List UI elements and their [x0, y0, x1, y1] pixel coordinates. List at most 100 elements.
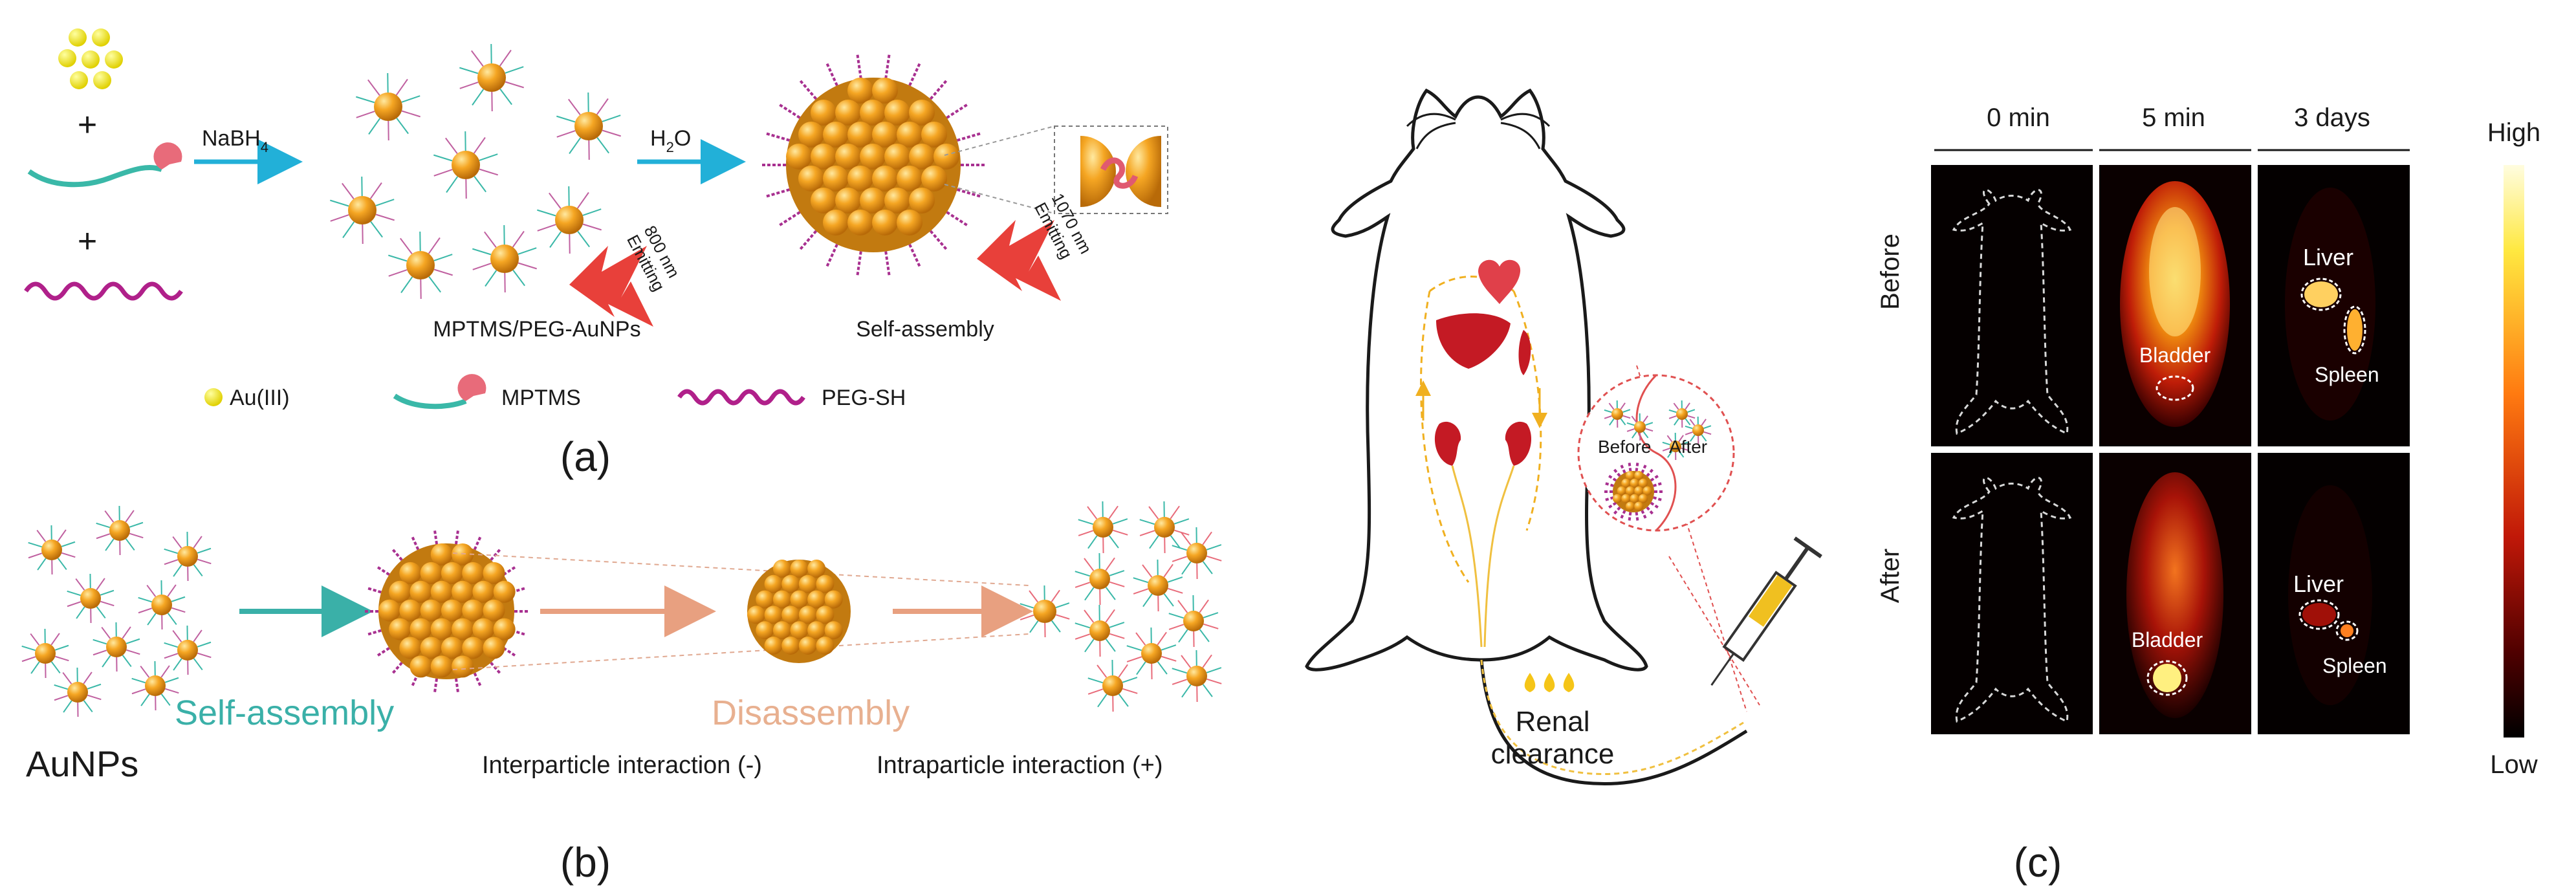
image-after-3days: Liver Spleen [2258, 453, 2410, 734]
panel-c: 0 min 5 min 3 days Before After Bladder … [1876, 104, 2540, 886]
nanoparticle [164, 531, 212, 582]
caption-c: (c) [2014, 839, 2062, 886]
nanoparticle [1126, 627, 1177, 680]
kidney-right-icon [1505, 421, 1532, 466]
nanoparticle [556, 92, 621, 160]
nanoparticle [537, 186, 602, 254]
au-ions-cluster [58, 28, 123, 89]
col-header-5min: 5 min [2142, 104, 2205, 132]
nanoparticle [1172, 650, 1222, 703]
nanoparticle [472, 224, 537, 293]
caption-a: (a) [560, 433, 611, 480]
renal-label-2: clearance [1491, 738, 1615, 770]
nanoparticle [1075, 604, 1125, 657]
nanoparticle [1685, 416, 1712, 444]
nanoparticle [1139, 501, 1190, 554]
aunps-scatter [21, 505, 212, 717]
label-disassembly: Disassembly [712, 694, 910, 732]
label-self-assembly-a: Self-assembly [856, 317, 994, 342]
nanoparticle [1087, 659, 1138, 712]
urine-drops [1524, 673, 1575, 692]
syringe-icon [1710, 536, 1822, 686]
nanoparticle [93, 622, 140, 672]
circulation-loop [1420, 290, 1542, 583]
nanoparticle [1604, 400, 1631, 428]
col-header-0min: 0 min [1987, 104, 2050, 132]
label-mptms-peg-aunps: MPTMS/PEG-AuNPs [433, 317, 640, 342]
nanoparticle [131, 661, 179, 711]
small-aunps-group [330, 43, 621, 300]
label-intraparticle: Intraparticle interaction (+) [877, 752, 1162, 779]
assembled-cluster [760, 52, 987, 278]
nanoparticle [330, 176, 395, 245]
spleen-icon [1518, 330, 1531, 375]
nanoparticle [433, 131, 498, 199]
nabh4-label: NaBH4 [202, 126, 268, 155]
liver-icon [1436, 313, 1511, 369]
nanoparticle [21, 628, 69, 679]
row-label-before: Before [1876, 234, 1905, 310]
zoom-before-label: Before [1598, 437, 1652, 457]
label-aunps: AuNPs [26, 743, 138, 784]
nanoparticle [1662, 432, 1689, 461]
plus-sign-1: + [78, 106, 97, 144]
nanoparticle [1078, 501, 1128, 554]
caption-b: (b) [560, 839, 611, 886]
plus-sign-2: + [78, 223, 97, 260]
panel-b: Self-assembly Disassembly AuNPs Interpar… [6, 492, 1239, 886]
single-np-b [1020, 585, 1070, 638]
col-header-3days: 3 days [2294, 104, 2370, 132]
mouse-tail [1479, 659, 1748, 786]
kidney-left-icon [1434, 421, 1461, 466]
nanoparticle [388, 231, 453, 300]
label-spleen-before: Spleen [2315, 363, 2379, 386]
nanoparticle [67, 573, 115, 624]
nanoparticle [1020, 585, 1070, 638]
cluster-large-b [364, 530, 529, 693]
legend-mptms-icon [393, 393, 467, 410]
label-spleen-after: Spleen [2322, 654, 2387, 677]
legend-peg-label: PEG-SH [822, 386, 906, 410]
whiskers [1406, 113, 1551, 149]
disassembled-nps [1075, 501, 1222, 712]
peg-chain [24, 281, 183, 301]
image-after-5min: Bladder [2099, 453, 2251, 734]
nanoparticle [1168, 595, 1219, 648]
legend-peg-icon [677, 389, 805, 406]
nanoparticle [138, 580, 186, 630]
image-before-3days: Liver Spleen [2258, 165, 2410, 446]
legend-au-icon [204, 388, 223, 406]
nanoparticle [96, 505, 144, 556]
panel-a: + + NaBH4 H2O 800 nm [24, 28, 1168, 480]
h2o-label: H2O [650, 126, 691, 155]
zoom-inset [944, 126, 1168, 214]
renal-label-1: Renal [1516, 706, 1590, 738]
label-liver-after: Liver [2293, 571, 2344, 597]
emission-bolt-1070 [977, 220, 1061, 301]
nanoparticle [356, 72, 420, 141]
perspective-lines [452, 552, 1029, 670]
nanoparticle [28, 525, 76, 575]
image-after-0min [1931, 453, 2093, 734]
colorbar-low: Low [2490, 750, 2537, 779]
nanoparticle [459, 43, 524, 112]
label-bladder-before: Bladder [2139, 344, 2211, 367]
legend-mptms-label: MPTMS [501, 386, 581, 410]
mptms-molecule [27, 142, 182, 188]
legend-a: Au(III) MPTMS PEG-SH [204, 374, 906, 410]
label-bladder-after: Bladder [2132, 628, 2203, 651]
nanoparticle [1075, 552, 1125, 606]
emit-800-label: 800 nmEmitting [623, 223, 686, 294]
image-before-0min [1931, 165, 2093, 446]
cluster-medium-b [747, 560, 851, 663]
emission-bolt-800 [569, 246, 653, 327]
label-liver-before: Liver [2303, 244, 2353, 270]
colorbar-high: High [2487, 118, 2540, 147]
mouse-schematic: Renal clearance Before After [1305, 88, 1822, 786]
nanoparticle [54, 667, 102, 717]
nanoparticle [1172, 527, 1222, 580]
nanoparticle [1626, 413, 1654, 441]
heart-icon [1478, 259, 1521, 304]
label-interparticle: Interparticle interaction (-) [482, 752, 762, 779]
